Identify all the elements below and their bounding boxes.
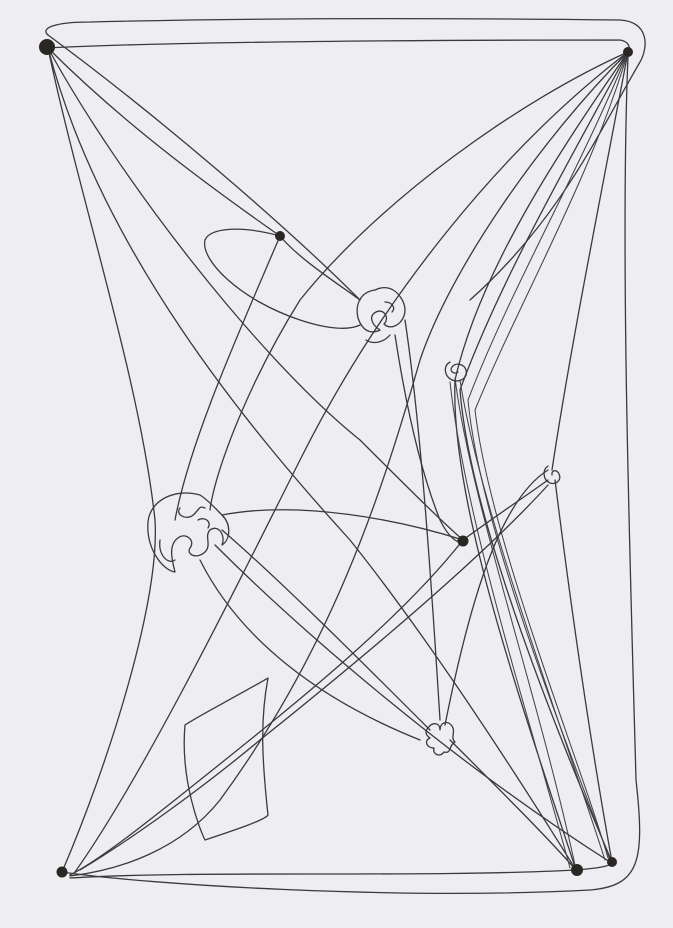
line-left-spiral-to-br xyxy=(215,545,610,862)
line-tl-to-bl xyxy=(48,48,155,872)
line-left-spiral-to-squiggle xyxy=(222,530,430,730)
dot-upper-middle xyxy=(275,231,285,241)
line-right-spiral-to-br xyxy=(555,480,612,862)
dot-bottom-left xyxy=(57,867,68,878)
line-tl-to-upper-middle xyxy=(48,48,280,236)
dot-top-left xyxy=(39,39,55,55)
line-small-spiral-to-br-1 xyxy=(455,378,576,870)
dot-bottom-right-a xyxy=(571,864,583,876)
dot-center-right xyxy=(458,536,469,547)
line-tl-band-to-spiral xyxy=(48,35,360,300)
line-squiggle-up xyxy=(445,470,548,725)
outer-loop-top-inner xyxy=(48,40,630,56)
dot-bottom-right-b xyxy=(607,857,617,867)
line-tl-to-bottom-right xyxy=(48,48,576,870)
line-spiral-down xyxy=(405,320,440,720)
inner-loop-upper-middle xyxy=(205,229,360,328)
line-tr-to-right-spiral xyxy=(552,52,628,470)
line-tr-to-bl-2 xyxy=(70,52,628,876)
outer-loop-bottom-inner xyxy=(70,862,612,878)
dot-top-right xyxy=(623,47,633,57)
line-cr-to-right-spiral xyxy=(463,480,548,540)
spiral-motif-left xyxy=(148,493,229,572)
line-um-band xyxy=(280,236,360,300)
line-cr-to-bl xyxy=(70,540,463,875)
line-tr-to-bl-1 xyxy=(75,52,628,872)
line-squiggle-to-br xyxy=(450,740,576,870)
outer-loop-top xyxy=(46,19,645,300)
line-tr-to-br-1 xyxy=(455,52,628,870)
